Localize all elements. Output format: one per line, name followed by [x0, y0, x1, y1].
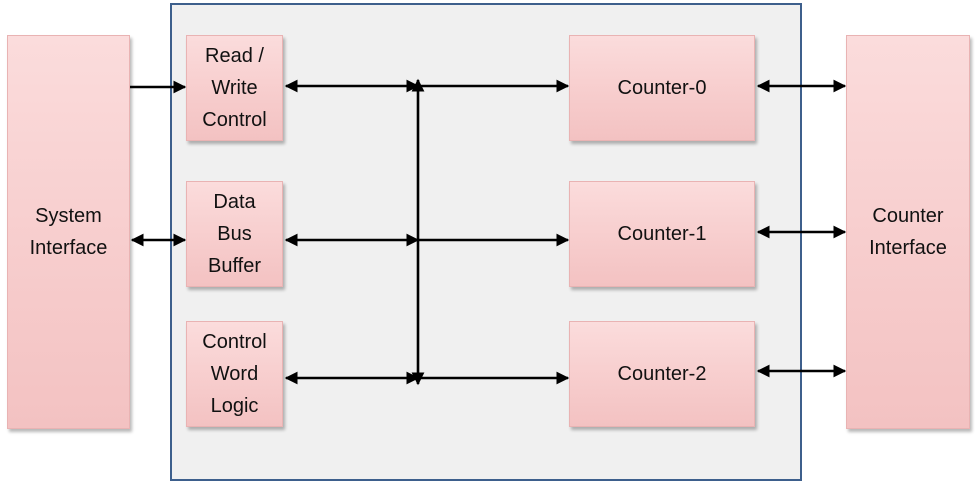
read-write-control-block: Read / Write Control [186, 35, 283, 141]
system-interface-label: System Interface [29, 205, 108, 259]
data-bus-buffer-block: Data Bus Buffer [186, 181, 283, 287]
system-interface-block: System Interface [7, 35, 130, 429]
counter-1-label: Counter-1 [617, 223, 707, 245]
counter-interface-block: Counter Interface [846, 35, 970, 429]
counter-interface-label: Counter Interface [869, 205, 947, 259]
counter-1-block: Counter-1 [569, 181, 755, 287]
counter-0-block: Counter-0 [569, 35, 755, 141]
counter-0-label: Counter-0 [617, 77, 707, 99]
data-bus-buffer-label: Data Bus Buffer [208, 191, 261, 277]
counter-2-block: Counter-2 [569, 321, 755, 427]
read-write-control-label: Read / Write Control [202, 45, 267, 131]
control-word-logic-block: Control Word Logic [186, 321, 283, 427]
control-word-logic-label: Control Word Logic [202, 331, 267, 417]
counter-2-label: Counter-2 [617, 363, 707, 385]
